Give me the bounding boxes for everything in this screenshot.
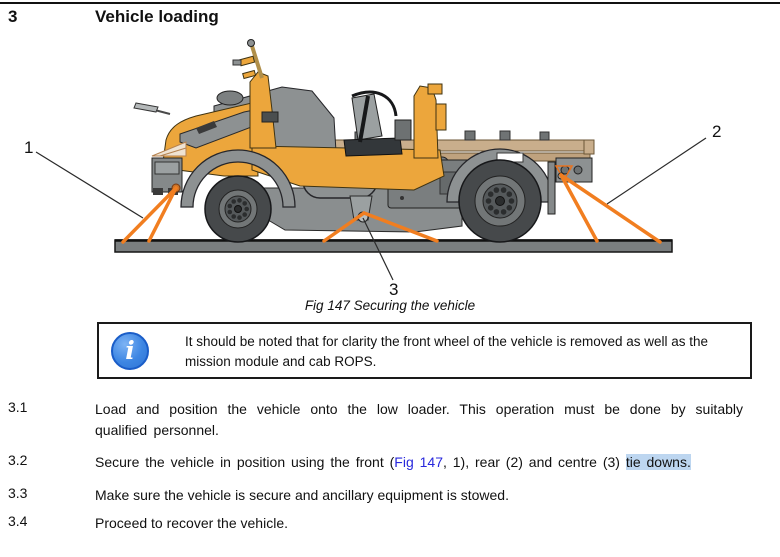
page-title: Vehicle loading (95, 7, 219, 26)
rear-strap-left (559, 173, 599, 243)
paragraph-text: Secure the vehicle in position using the… (95, 452, 755, 473)
paragraph-text: Make sure the vehicle is secure and anci… (95, 487, 509, 503)
paragraph-number: 3.4 (8, 513, 28, 529)
cab-frame (249, 71, 447, 191)
tie-down-straps (121, 173, 662, 244)
centre-tie-down-bracket (349, 195, 373, 223)
paragraph-text: Proceed to recover the vehicle. (95, 515, 288, 531)
paragraph-number: 3.3 (8, 485, 28, 501)
front-wheel (204, 175, 272, 243)
note-box: i It should be noted that for clarity th… (97, 322, 752, 379)
vehicle-loading-figure: 1 2 3 (24, 39, 721, 296)
seat (343, 90, 412, 157)
mast (232, 39, 264, 80)
fig-147-link[interactable]: Fig 147 (394, 454, 443, 470)
front-strap-right (147, 186, 178, 243)
figure-caption: Fig 147 Securing the vehicle (304, 298, 476, 313)
rear-overhang (547, 157, 593, 215)
paragraph-text-mid: , 1), rear (2) and centre (3) (442, 454, 626, 470)
low-loader-platform (114, 239, 673, 253)
mirror-arm (133, 102, 171, 115)
info-icon: i (111, 332, 149, 370)
search-highlight: tie downs. (625, 454, 691, 470)
section-number: 3 (8, 7, 18, 26)
paragraph-text: Load and position the vehicle onto the l… (95, 401, 743, 438)
page-top-rule (0, 2, 780, 4)
front-strap-left (121, 186, 178, 244)
callout-2: 2 (712, 122, 721, 141)
callout-1: 1 (24, 138, 33, 157)
callout-leader-lines (35, 137, 707, 281)
front-fender (180, 149, 296, 208)
paragraph-text-pre: Secure the vehicle in position using the… (95, 454, 395, 470)
rear-strap-right (559, 173, 662, 244)
centre-strap-left (322, 211, 366, 243)
note-text: It should be noted that for clarity the … (185, 334, 709, 369)
centre-strap-right (362, 211, 439, 243)
rear-wheel (458, 159, 542, 243)
front-bumper (151, 141, 187, 195)
paragraph-number: 3.2 (8, 452, 28, 468)
callout-3: 3 (389, 280, 398, 296)
paragraph-number: 3.1 (8, 399, 28, 415)
